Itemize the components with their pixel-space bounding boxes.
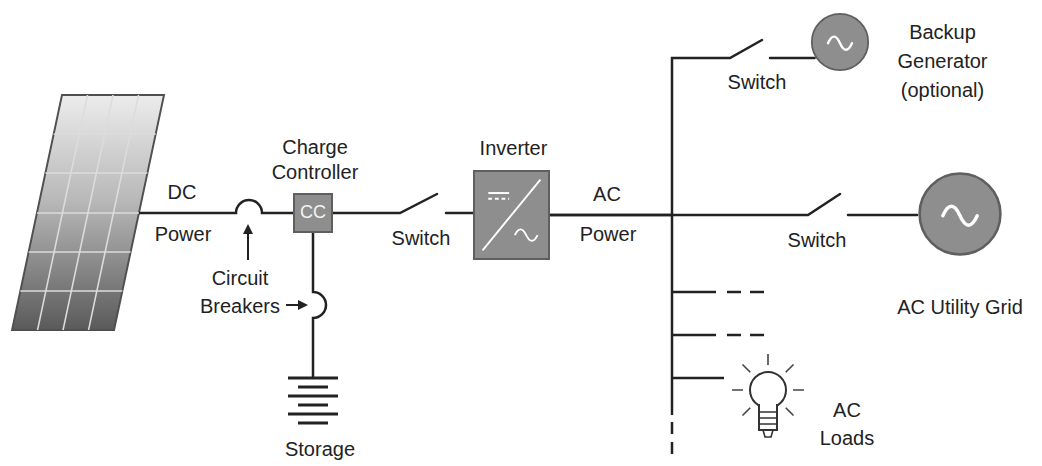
inverter-diagonal bbox=[483, 180, 541, 251]
text-holder: AC Utility Grid bbox=[885, 295, 1035, 319]
switch-label: Switch bbox=[786, 228, 849, 252]
wire-with-switch bbox=[333, 194, 473, 213]
bulb-base bbox=[759, 404, 777, 430]
label-holder: Circuit Breakers bbox=[190, 264, 290, 320]
ac-bus-continuation bbox=[671, 422, 674, 458]
circle-shape bbox=[812, 14, 868, 70]
ac-sine-symbol bbox=[943, 206, 977, 225]
light-bulb bbox=[732, 354, 804, 437]
bulb-rays bbox=[732, 354, 804, 416]
label-holder: Power bbox=[573, 222, 643, 246]
dc-symbol bbox=[488, 192, 509, 194]
leader-line bbox=[286, 304, 299, 306]
leader-arrowhead bbox=[243, 224, 253, 234]
box-text: CC bbox=[300, 202, 326, 224]
part-label: Power bbox=[148, 222, 218, 246]
leader-line bbox=[247, 232, 249, 260]
label-holder: Storage bbox=[280, 437, 360, 461]
wire-with-switch bbox=[550, 40, 815, 215]
load-branch-dashed bbox=[727, 292, 772, 335]
label-holder: Power bbox=[148, 222, 218, 246]
part-label: DC bbox=[160, 180, 204, 204]
battery-plate bbox=[288, 413, 338, 416]
battery-plate bbox=[298, 404, 328, 407]
bulb-thread bbox=[759, 412, 777, 437]
switch-label: Switch bbox=[390, 226, 453, 250]
node-heading: Charge Controller bbox=[260, 135, 370, 185]
part-label: Power bbox=[573, 222, 643, 246]
battery-symbol bbox=[288, 378, 338, 423]
battery-plate bbox=[288, 377, 338, 380]
load-branch bbox=[672, 292, 724, 378]
part-label: Storage bbox=[280, 437, 360, 461]
storage-wire-breaker bbox=[313, 233, 326, 377]
label-holder: AC Loads bbox=[812, 396, 882, 452]
circle-outline bbox=[810, 12, 870, 72]
part-label: AC Loads bbox=[812, 396, 882, 452]
circle-shape bbox=[920, 174, 1001, 255]
ac-sine-symbol bbox=[828, 37, 852, 50]
node-heading: Backup Generator (optional) bbox=[880, 18, 1005, 105]
inverter-box: Inverter bbox=[473, 170, 550, 260]
generator-circle: Backup Generator (optional) bbox=[810, 12, 870, 72]
battery-plate bbox=[288, 395, 338, 398]
grid-circle: AC Utility Grid bbox=[917, 171, 1003, 257]
label-holder: AC bbox=[585, 182, 629, 206]
part-label: Circuit Breakers bbox=[190, 264, 290, 320]
battery-plate bbox=[298, 422, 328, 425]
ac-sine-symbol bbox=[515, 229, 538, 240]
ac-bus bbox=[671, 215, 674, 415]
battery-plate bbox=[298, 386, 328, 389]
node-heading: AC Utility Grid bbox=[885, 295, 1035, 319]
dc-symbol bbox=[488, 198, 509, 200]
leader-arrowhead bbox=[298, 300, 308, 310]
circle-outline bbox=[917, 171, 1003, 257]
text-holder: Charge Controller bbox=[260, 135, 370, 185]
label-holder: DC bbox=[160, 180, 204, 204]
dc-wire-breaker bbox=[139, 200, 293, 213]
inverter-symbol bbox=[475, 172, 548, 258]
text-holder: Backup Generator (optional) bbox=[880, 18, 1005, 105]
switch-label: Switch bbox=[726, 70, 789, 94]
controller-box: Charge ControllerCC bbox=[293, 193, 333, 233]
part-label: AC bbox=[585, 182, 629, 206]
node-heading: Inverter bbox=[464, 136, 564, 160]
bulb-glass bbox=[750, 372, 786, 408]
text-holder: CC bbox=[295, 195, 331, 231]
text-holder: Inverter bbox=[464, 136, 564, 160]
